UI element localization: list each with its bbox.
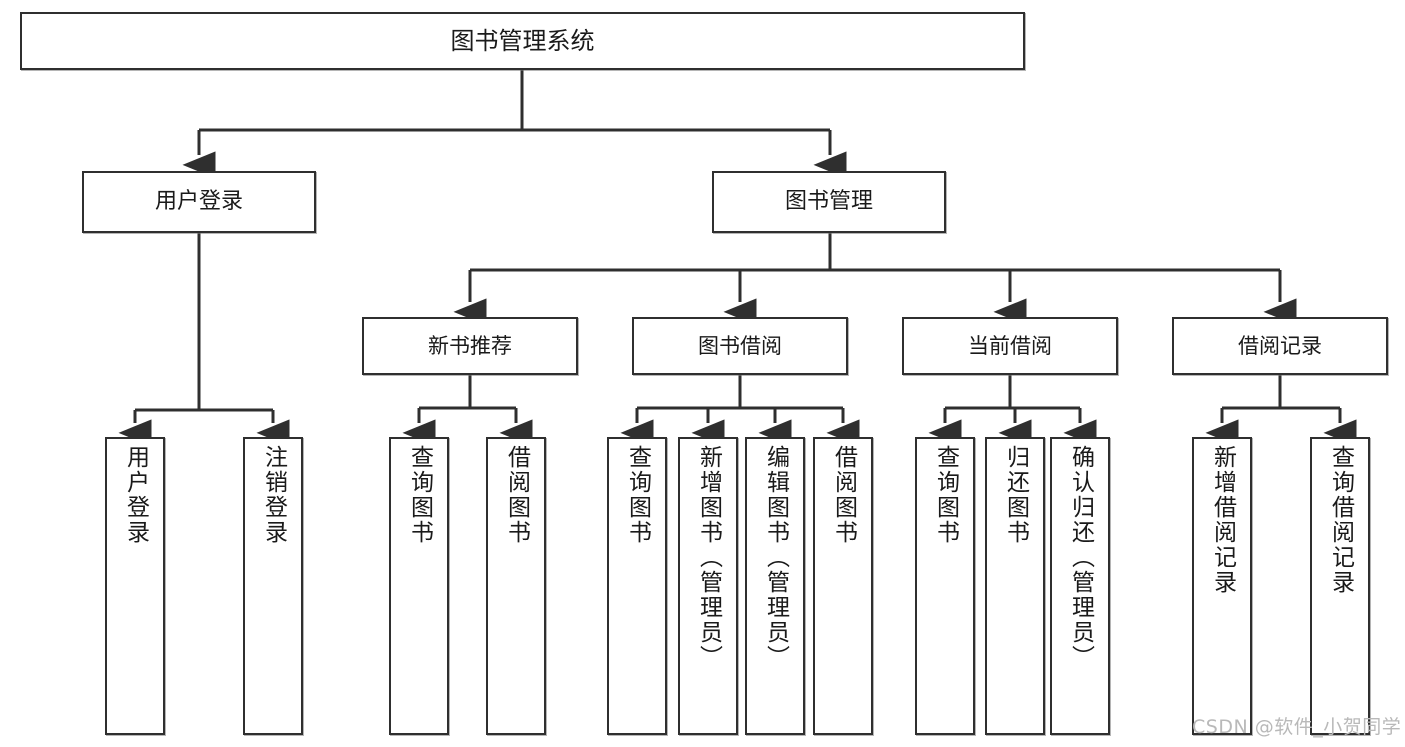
node-leaf-borrow-book-1[interactable]: 借阅图书 — [486, 437, 546, 735]
node-book-manage[interactable]: 图书管理 — [712, 171, 946, 233]
node-leaf-query-book-1[interactable]: 查询图书 — [389, 437, 449, 735]
node-leaf-query-book-2-label: 查询图书 — [624, 445, 651, 545]
node-leaf-borrow-book-2-label: 借阅图书 — [830, 445, 857, 545]
node-current-borrow-label: 当前借阅 — [968, 333, 1052, 358]
node-leaf-confirm-return-label: 确认归还（管理员） — [1067, 445, 1094, 670]
node-leaf-add-book-label: 新增图书（管理员） — [695, 445, 722, 670]
node-root-label: 图书管理系统 — [450, 26, 595, 55]
csdn-watermark: CSDN @软件_小贺同学 — [1192, 716, 1402, 738]
node-leaf-borrow-book-2[interactable]: 借阅图书 — [813, 437, 873, 735]
node-book-manage-label: 图书管理 — [784, 189, 873, 215]
node-leaf-query-book-1-label: 查询图书 — [406, 445, 433, 545]
node-leaf-edit-book-label: 编辑图书（管理员） — [762, 445, 789, 670]
node-leaf-add-record[interactable]: 新增借阅记录 — [1192, 437, 1252, 735]
node-leaf-edit-book[interactable]: 编辑图书（管理员） — [745, 437, 805, 735]
node-current-borrow[interactable]: 当前借阅 — [902, 317, 1118, 375]
node-leaf-return-book-label: 归还图书 — [1002, 445, 1029, 545]
node-leaf-return-book[interactable]: 归还图书 — [985, 437, 1045, 735]
node-new-book-recommend-label: 新书推荐 — [428, 333, 512, 358]
node-leaf-user-login-label: 用户登录 — [122, 445, 149, 545]
node-root[interactable]: 图书管理系统 — [20, 12, 1025, 70]
node-leaf-user-login[interactable]: 用户登录 — [105, 437, 165, 735]
node-leaf-borrow-book-1-label: 借阅图书 — [503, 445, 530, 545]
node-book-borrow[interactable]: 图书借阅 — [632, 317, 848, 375]
node-new-book-recommend[interactable]: 新书推荐 — [362, 317, 578, 375]
node-leaf-confirm-return[interactable]: 确认归还（管理员） — [1050, 437, 1110, 735]
node-leaf-add-record-label: 新增借阅记录 — [1209, 445, 1236, 595]
node-leaf-user-logout-label: 注销登录 — [260, 445, 287, 545]
node-leaf-query-book-3[interactable]: 查询图书 — [915, 437, 975, 735]
node-borrow-record[interactable]: 借阅记录 — [1172, 317, 1388, 375]
node-borrow-record-label: 借阅记录 — [1238, 333, 1322, 358]
node-leaf-query-book-3-label: 查询图书 — [932, 445, 959, 545]
node-leaf-add-book[interactable]: 新增图书（管理员） — [678, 437, 738, 735]
node-user-login[interactable]: 用户登录 — [82, 171, 316, 233]
node-user-login-label: 用户登录 — [154, 189, 243, 215]
node-book-borrow-label: 图书借阅 — [698, 333, 782, 358]
node-leaf-user-logout[interactable]: 注销登录 — [243, 437, 303, 735]
node-leaf-query-record-label: 查询借阅记录 — [1327, 445, 1354, 595]
node-leaf-query-record[interactable]: 查询借阅记录 — [1310, 437, 1370, 735]
node-leaf-query-book-2[interactable]: 查询图书 — [607, 437, 667, 735]
